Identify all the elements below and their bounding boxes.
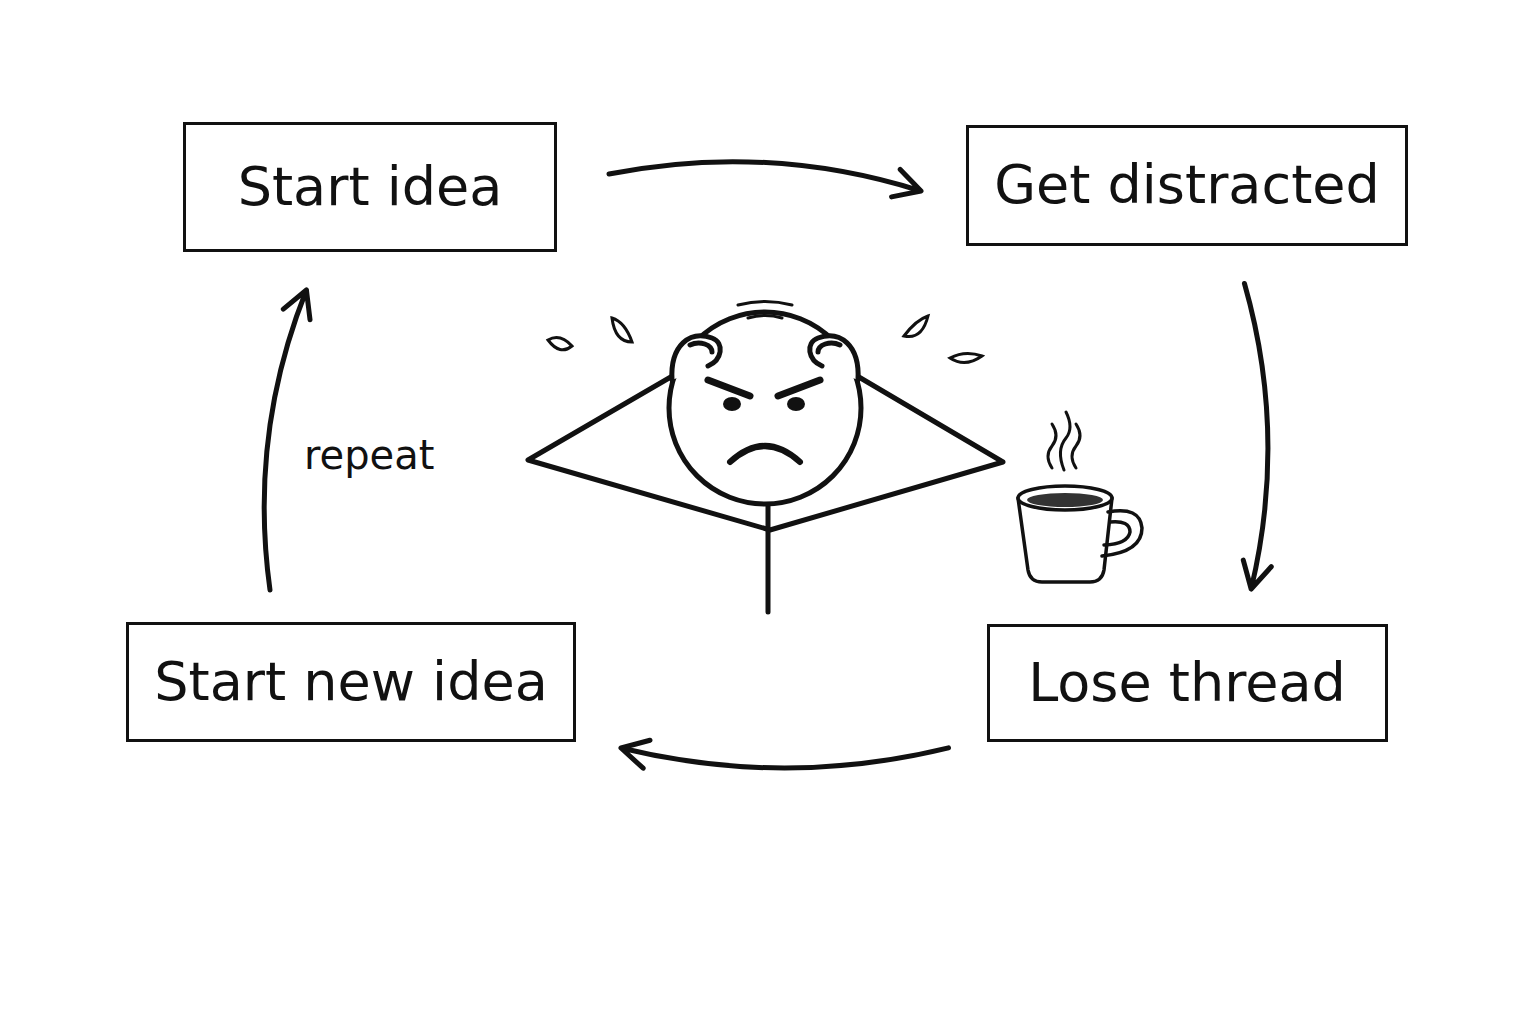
head xyxy=(669,312,861,504)
eye xyxy=(723,397,741,411)
curved-arrow xyxy=(1243,284,1271,590)
right-hand xyxy=(810,336,858,380)
process-box: Get distracted xyxy=(966,125,1408,246)
curved-arrow xyxy=(621,740,949,768)
box-text: Get distracted xyxy=(994,155,1380,214)
edge-label: repeat xyxy=(300,432,438,478)
curved-arrow xyxy=(609,162,921,197)
eyebrows xyxy=(708,380,820,396)
coffee-cup xyxy=(1018,412,1142,582)
process-box: Lose thread xyxy=(987,624,1388,742)
body xyxy=(766,495,771,612)
process-box: Start idea xyxy=(183,122,557,252)
eye xyxy=(787,397,805,411)
frown xyxy=(730,446,800,462)
left-hand xyxy=(672,336,720,380)
box-text: Lose thread xyxy=(1028,653,1346,712)
strain-lines xyxy=(738,302,792,319)
left-fingers xyxy=(690,343,712,352)
box-text: Start idea xyxy=(238,157,503,216)
sweat-drops xyxy=(548,316,982,363)
box-text: Start new idea xyxy=(154,652,547,711)
right-fingers xyxy=(818,343,840,352)
process-box: Start new idea xyxy=(126,622,576,742)
